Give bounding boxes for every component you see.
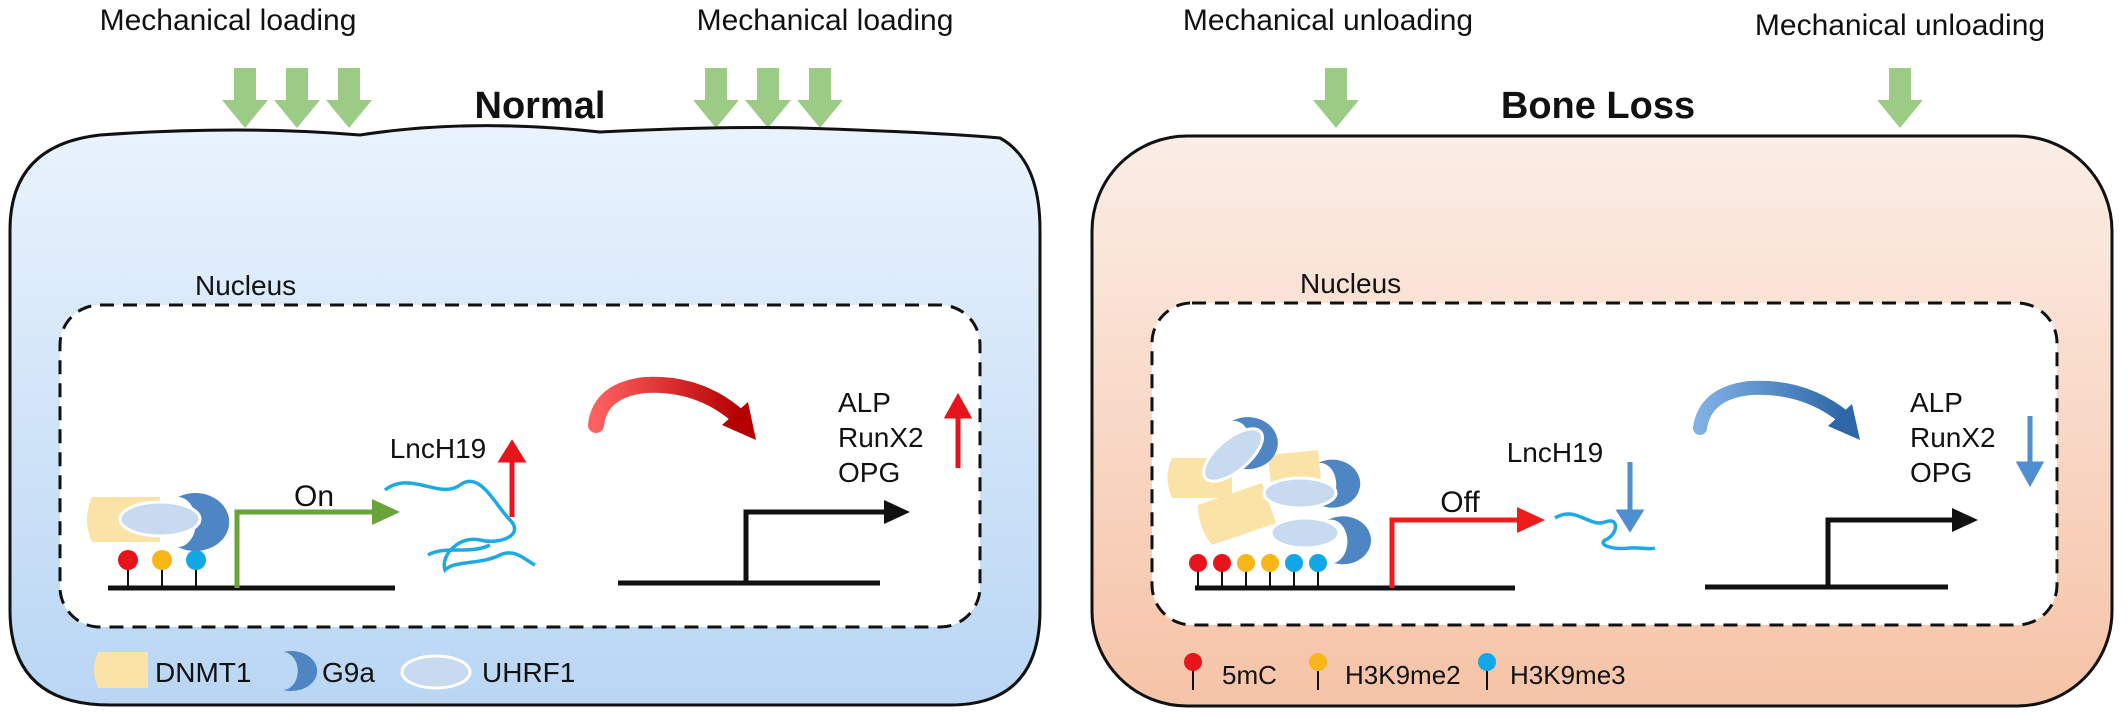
boneloss-protein-cluster [1167, 417, 1371, 565]
unloading-arrow [1313, 68, 1359, 128]
normal-panel: Mechanical loading Mechanical loading No… [8, 4, 1042, 707]
h3k9me3-mark [1309, 554, 1327, 572]
boneloss-nucleus-label: Nucleus [1300, 268, 1401, 299]
loading-arrow [797, 68, 843, 128]
h3k9me3-legend-icon [1478, 653, 1496, 671]
boneloss-target-promoter-arrow [1825, 517, 1955, 587]
normal-title: Normal [475, 85, 606, 127]
legend-h3k9me3: H3K9me3 [1510, 660, 1626, 690]
legend-dnmt1: DNMT1 [155, 657, 251, 688]
g9a-protein [178, 493, 230, 551]
normal-nucleus [58, 303, 982, 629]
boneloss-genes-down-arrow [2015, 416, 2045, 488]
h3k9me2-mark [1261, 554, 1279, 572]
boneloss-target-genes: ALP RunX2 OPG [1910, 387, 1996, 488]
normal-nucleus-label: Nucleus [195, 270, 296, 301]
boneloss-title: Bone Loss [1501, 85, 1695, 127]
legend-h3k9me2: H3K9me2 [1345, 660, 1461, 690]
h3k9me3-mark [1285, 554, 1303, 572]
normal-stimulus-left-label: Mechanical loading [100, 4, 357, 37]
normal-gene-3: OPG [838, 457, 900, 488]
loading-arrow [693, 68, 739, 128]
normal-stimulus-right-label: Mechanical loading [697, 4, 954, 37]
5mc-mark [1189, 554, 1207, 572]
loading-arrow [274, 68, 320, 128]
normal-methylation-marks [118, 550, 206, 588]
legend-g9a: G9a [322, 657, 375, 688]
uhrf1-protein [118, 500, 202, 538]
5mc-mark [1213, 554, 1231, 572]
dnmt1-legend-icon [94, 652, 148, 688]
boneloss-regulation-arc [1693, 380, 1852, 435]
h3k9me2-legend-icon [1309, 653, 1327, 671]
unloading-arrow [1877, 68, 1923, 128]
boneloss-lnc-down-arrow [1615, 462, 1645, 533]
h3k9me2-mark [1237, 554, 1255, 572]
normal-lnc-up-arrow [497, 439, 527, 517]
boneloss-gene-3: OPG [1910, 457, 1972, 488]
boneloss-methylation-marks [1189, 554, 1327, 588]
legend-5mc: 5mC [1222, 660, 1277, 690]
loading-arrows-right [693, 68, 843, 128]
g9a-legend-icon [283, 651, 318, 691]
normal-regulation-arc [588, 376, 748, 433]
boneloss-promoter-state: Off [1440, 486, 1480, 519]
normal-gene-2: RunX2 [838, 422, 924, 453]
h3k9me3-mark [186, 550, 206, 570]
loading-arrows-left [222, 68, 372, 128]
legend-uhrf1: UHRF1 [482, 657, 575, 688]
marks-legend: 5mC H3K9me2 H3K9me3 [1184, 653, 1626, 690]
boneloss-gene-2: RunX2 [1910, 422, 1996, 453]
loading-arrow [222, 68, 268, 128]
boneloss-nucleus [1150, 301, 2059, 627]
normal-target-genes: ALP RunX2 OPG [838, 387, 924, 488]
normal-on-arrow [234, 509, 375, 588]
h3k9me2-mark [152, 550, 172, 570]
5mc-legend-icon [1184, 653, 1202, 671]
normal-genes-up-arrow [943, 392, 973, 468]
boneloss-lnch19-rna [1554, 512, 1656, 551]
5mc-mark [118, 550, 138, 570]
uhrf1-legend-icon [400, 654, 472, 690]
normal-promoter-state: On [294, 480, 334, 513]
boneloss-stimulus-left-label: Mechanical unloading [1183, 4, 1473, 37]
normal-protein-complex [87, 493, 230, 551]
boneloss-panel: Mechanical unloading Mechanical unloadin… [1090, 4, 2114, 708]
boneloss-off-arrow [1389, 517, 1520, 588]
normal-lnc-label: LncH19 [390, 433, 487, 464]
protein-legend: DNMT1 G9a UHRF1 [94, 651, 575, 691]
boneloss-lnc-label: LncH19 [1507, 437, 1604, 468]
normal-lnch19-rna [383, 479, 536, 574]
loading-arrow [745, 68, 791, 128]
boneloss-gene-1: ALP [1910, 387, 1963, 418]
normal-target-promoter-arrow [743, 509, 888, 583]
boneloss-stimulus-right-label: Mechanical unloading [1755, 9, 2045, 42]
normal-gene-1: ALP [838, 387, 891, 418]
loading-arrow [326, 68, 372, 128]
